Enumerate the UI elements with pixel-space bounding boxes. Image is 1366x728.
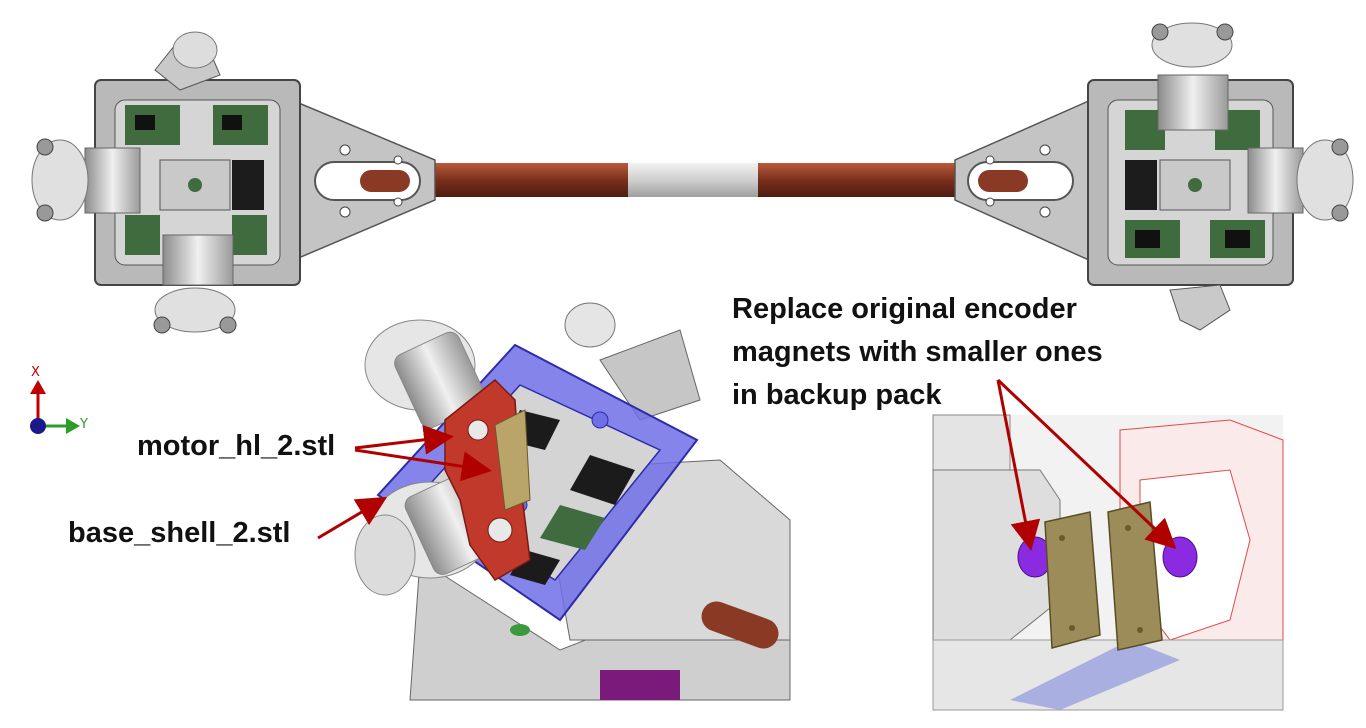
- callout-lines: [317, 378, 1177, 551]
- callout-line-motor-1: [354, 424, 454, 455]
- connecting-rod: [360, 163, 1020, 197]
- callout-line-magnet-2: [996, 378, 1177, 550]
- right-module: [954, 22, 1354, 331]
- axis-y-label: Y: [80, 417, 88, 432]
- note-line-2: magnets with smaller ones: [732, 336, 1103, 368]
- callout-line-magnet-1: [996, 379, 1041, 551]
- note-line-1: Replace original encoder: [732, 293, 1077, 325]
- magnet-replacement-note: Replace original encoder magnets with sm…: [732, 288, 1103, 417]
- axis-triad-icon: [30, 380, 80, 434]
- note-line-3: in backup pack: [732, 379, 942, 411]
- left-module: [31, 31, 436, 334]
- base-shell-part-label: base_shell_2.stl: [68, 517, 291, 549]
- motor-part-label: motor_hl_2.stl: [137, 430, 336, 462]
- callout-line-base: [317, 496, 388, 540]
- magnet-inset: [932, 414, 1284, 711]
- axis-x-label: X: [31, 365, 40, 380]
- callout-line-motor-2: [354, 448, 492, 482]
- top-plan-view: [31, 22, 1354, 334]
- isometric-view: [354, 302, 791, 701]
